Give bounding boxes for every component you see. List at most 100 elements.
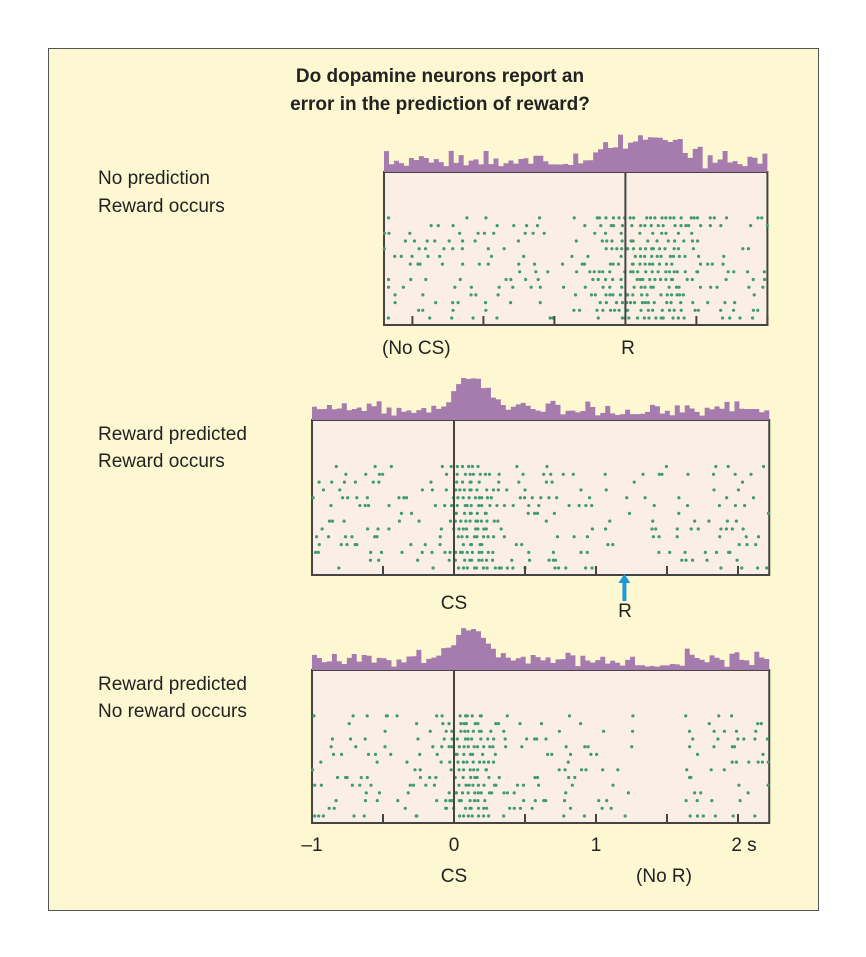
spike-dot (421, 308, 425, 312)
spike-dot (480, 550, 484, 554)
spike-dot (369, 550, 373, 554)
spike-dot (737, 542, 741, 547)
spike-dot (557, 566, 561, 570)
spike-dot (650, 270, 654, 274)
panel-3-spikes (310, 714, 770, 818)
spike-dot (461, 496, 465, 500)
spike-dot (643, 262, 647, 266)
spike-dot (428, 729, 432, 733)
spike-dot (470, 558, 474, 562)
panel-1-histogram (384, 134, 768, 172)
spike-dot (631, 247, 636, 251)
spike-dot (362, 814, 366, 818)
spike-dot (761, 464, 766, 469)
spike-dot (317, 542, 321, 547)
spike-dot (458, 277, 462, 282)
spike-dot (603, 472, 607, 476)
spike-dot (688, 814, 692, 818)
panel-1-raster-box (383, 171, 769, 326)
spike-dot (710, 799, 714, 803)
spike-dot (664, 270, 668, 274)
spike-dot (512, 791, 516, 795)
spike-dot (371, 480, 375, 484)
spike-dot (728, 550, 732, 554)
spike-dot (679, 216, 683, 220)
figure-title-line-2: error in the prediction of reward? (290, 94, 590, 115)
spike-dot (759, 722, 763, 726)
spike-dot (584, 566, 588, 570)
spike-dot (557, 729, 561, 733)
spike-dot (620, 316, 624, 320)
spike-dot (753, 814, 757, 818)
spike-dot (389, 752, 393, 757)
spike-dot (463, 558, 467, 562)
spike-dot (699, 791, 703, 795)
spike-dot (530, 496, 534, 500)
spike-dot (485, 488, 489, 492)
spike-dot (408, 262, 412, 266)
spike-dot (527, 503, 531, 508)
spike-dot (486, 760, 491, 764)
spike-dot (476, 464, 480, 469)
spike-dot (717, 714, 721, 718)
spike-dot (439, 760, 443, 764)
spike-dot (696, 270, 700, 274)
spike-dot (670, 262, 674, 266)
spike-dot (660, 472, 664, 476)
spike-dot (546, 752, 550, 757)
spike-dot (458, 488, 462, 492)
spike-dot (601, 768, 605, 772)
spike-dot (651, 308, 655, 312)
spike-dot (479, 714, 483, 718)
spike-dot (756, 535, 761, 539)
spike-dot (669, 301, 673, 305)
spike-dot (397, 519, 402, 523)
spike-dot (545, 464, 549, 469)
spike-dot (649, 285, 653, 289)
spike-dot (465, 760, 469, 764)
spike-dot (480, 503, 484, 508)
spike-dot (606, 542, 610, 547)
spike-dot (667, 308, 672, 312)
spike-dot (463, 806, 468, 810)
spike-dot (461, 262, 465, 266)
spike-dot (464, 527, 469, 531)
spike-dot (460, 464, 465, 469)
spike-dot (499, 527, 503, 531)
spike-dot (570, 254, 574, 258)
spike-dot (467, 464, 471, 469)
spike-dot (466, 745, 470, 749)
spike-dot (447, 745, 451, 749)
spike-dot (484, 558, 489, 562)
spike-dot (377, 558, 381, 562)
spike-dot (376, 527, 380, 531)
spike-dot (447, 722, 451, 726)
spike-dot (330, 519, 335, 523)
spike-dot (748, 224, 753, 228)
spike-dot (676, 316, 680, 320)
spike-dot (345, 775, 349, 780)
spike-dot (551, 558, 555, 562)
spike-dot (457, 783, 461, 787)
spike-dot (386, 216, 391, 220)
spike-dot (410, 254, 414, 258)
spike-dot (660, 216, 664, 220)
spike-dot (651, 231, 655, 235)
spike-dot (473, 722, 477, 726)
spike-dot (496, 488, 500, 492)
spike-dot (657, 472, 661, 476)
spike-dot (470, 464, 475, 469)
spike-dot (491, 550, 495, 554)
spike-dot (399, 511, 404, 515)
spike-dot (460, 535, 464, 539)
spike-dot (620, 301, 625, 305)
spike-dot (636, 270, 640, 274)
spike-dot (672, 247, 676, 251)
spike-dot (460, 550, 464, 554)
spike-dot (447, 791, 451, 795)
spike-dot (588, 270, 592, 274)
spike-dot (350, 535, 354, 539)
spike-dot (344, 472, 348, 476)
spike-dot (598, 301, 602, 305)
spike-dot (661, 224, 665, 228)
